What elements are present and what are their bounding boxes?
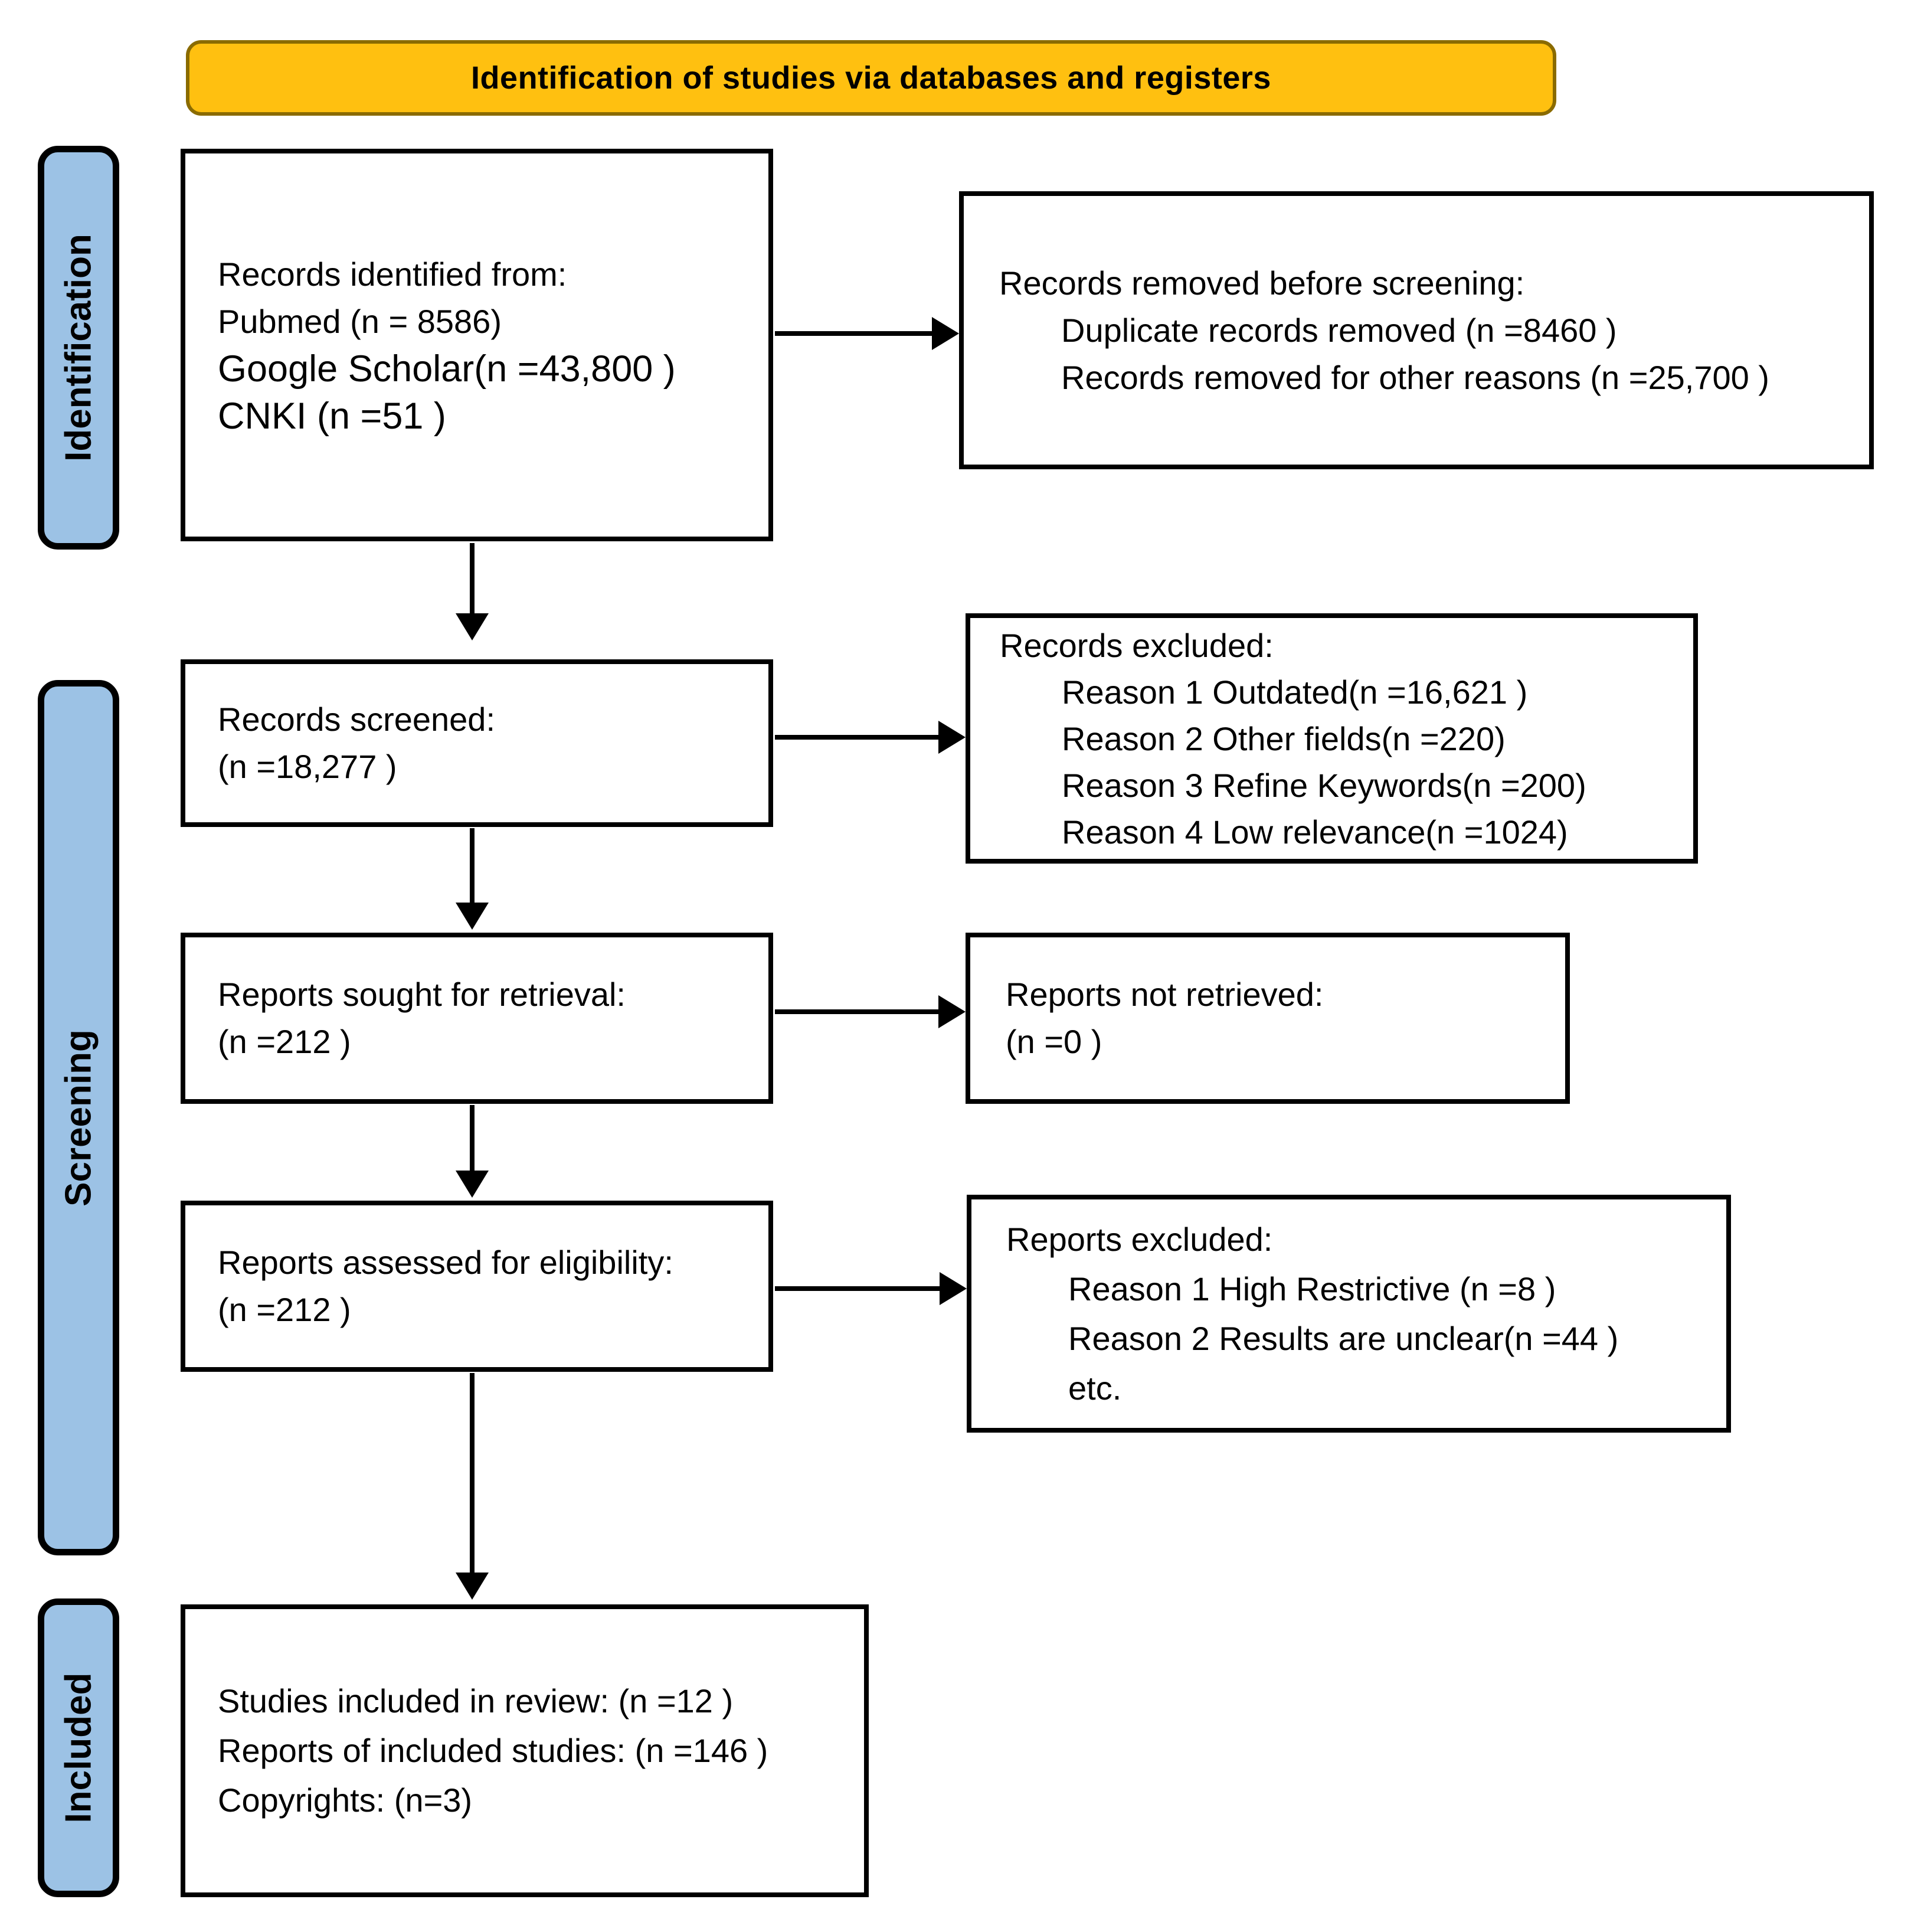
arrow-right-head-icon — [938, 721, 966, 754]
reports-sought-count: (n =212 ) — [218, 1023, 351, 1060]
arrow-screened-to-excluded — [775, 721, 966, 754]
arrow-assessed-to-included — [456, 1373, 489, 1600]
arrow-sought-to-not-retrieved — [775, 995, 966, 1028]
records-excluded-reason-3: Reason 3 Refine Keywords(n =200) — [1062, 766, 1586, 804]
stage-label-identification: Identification — [38, 146, 119, 550]
records-identified-heading: Records identified from: — [218, 255, 567, 293]
reports-sought-heading: Reports sought for retrieval: — [218, 976, 626, 1013]
reports-assessed-count: (n =212 ) — [218, 1291, 351, 1328]
box-studies-included: Studies included in review: (n =12 ) Rep… — [181, 1604, 869, 1897]
arrow-right-head-icon — [940, 1272, 967, 1305]
records-excluded-reason-2: Reason 2 Other fields(n =220) — [1062, 720, 1506, 757]
arrow-shaft — [775, 1286, 943, 1291]
included-studies-reports: Reports of included studies: (n =146 ) — [218, 1732, 768, 1769]
stage-label-identification-text: Identification — [58, 234, 99, 462]
records-excluded-reason-4: Reason 4 Low relevance(n =1024) — [1062, 813, 1568, 851]
reports-not-retrieved-heading: Reports not retrieved: — [1006, 976, 1324, 1013]
box-reports-sought-for-retrieval: Reports sought for retrieval: (n =212 ) — [181, 933, 773, 1104]
records-identified-google-scholar: Google Scholar(n =43,800 ) — [218, 348, 676, 390]
records-screened-count: (n =18,277 ) — [218, 748, 397, 785]
records-screened-heading: Records screened: — [218, 701, 496, 738]
stage-label-included-text: Included — [58, 1672, 99, 1823]
records-excluded-heading: Records excluded: — [1000, 626, 1274, 664]
reports-excluded-heading: Reports excluded: — [1006, 1220, 1273, 1258]
arrow-down-head-icon — [456, 1573, 489, 1600]
reports-assessed-heading: Reports assessed for eligibility: — [218, 1244, 673, 1281]
records-removed-heading: Records removed before screening: — [999, 264, 1525, 302]
records-removed-other-reasons: Records removed for other reasons (n =25… — [1061, 358, 1769, 396]
reports-excluded-reason-1: Reason 1 High Restrictive (n =8 ) — [1068, 1270, 1556, 1307]
reports-not-retrieved-count: (n =0 ) — [1006, 1023, 1102, 1060]
banner-title: Identification of studies via databases … — [186, 40, 1556, 116]
records-removed-duplicates: Duplicate records removed (n =8460 ) — [1061, 311, 1617, 349]
box-records-screened: Records screened: (n =18,277 ) — [181, 659, 773, 827]
arrow-down-head-icon — [456, 1171, 489, 1198]
box-records-removed-before-screening: Records removed before screening: Duplic… — [959, 191, 1874, 469]
records-excluded-reason-1: Reason 1 Outdated(n =16,621 ) — [1062, 673, 1528, 711]
included-studies-copyrights: Copyrights: (n=3) — [218, 1781, 473, 1819]
arrow-right-head-icon — [932, 317, 959, 350]
arrow-shaft — [775, 735, 942, 740]
arrow-screened-to-sought — [456, 828, 489, 930]
arrow-shaft — [470, 828, 475, 906]
arrow-identified-to-removed — [775, 317, 959, 350]
reports-excluded-reason-2: Reason 2 Results are unclear(n =44 ) — [1068, 1319, 1619, 1357]
box-reports-not-retrieved: Reports not retrieved: (n =0 ) — [966, 933, 1570, 1104]
arrow-shaft — [470, 543, 475, 617]
arrow-assessed-to-reports-excluded — [775, 1272, 967, 1305]
arrow-shaft — [775, 1009, 942, 1014]
arrow-identified-to-screened — [456, 543, 489, 640]
box-records-identified: Records identified from: Pubmed (n = 858… — [181, 149, 773, 541]
records-identified-cnki: CNKI (n =51 ) — [218, 395, 446, 437]
arrow-right-head-icon — [938, 995, 966, 1028]
banner-title-text: Identification of studies via databases … — [471, 60, 1271, 96]
arrow-shaft — [775, 331, 935, 336]
reports-excluded-etc: etc. — [1068, 1369, 1122, 1407]
box-records-excluded: Records excluded: Reason 1 Outdated(n =1… — [966, 613, 1698, 864]
arrow-sought-to-assessed — [456, 1105, 489, 1198]
stage-label-screening-text: Screening — [58, 1029, 99, 1207]
records-identified-pubmed: Pubmed (n = 8586) — [218, 302, 502, 340]
arrow-down-head-icon — [456, 903, 489, 930]
arrow-down-head-icon — [456, 613, 489, 640]
arrow-shaft — [470, 1105, 475, 1174]
stage-label-screening: Screening — [38, 680, 119, 1555]
stage-label-included: Included — [38, 1598, 119, 1897]
arrow-shaft — [470, 1373, 475, 1576]
included-studies-review: Studies included in review: (n =12 ) — [218, 1682, 734, 1719]
box-reports-assessed-for-eligibility: Reports assessed for eligibility: (n =21… — [181, 1201, 773, 1372]
box-reports-excluded: Reports excluded: Reason 1 High Restrict… — [967, 1195, 1731, 1433]
